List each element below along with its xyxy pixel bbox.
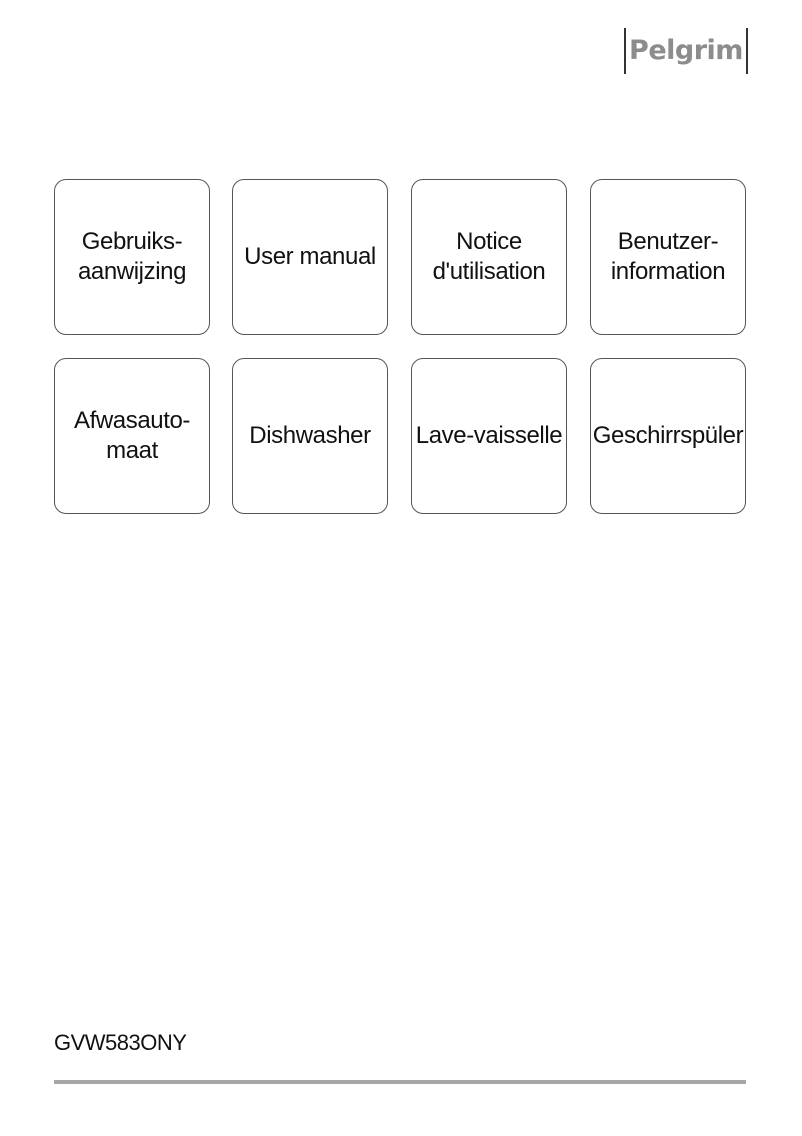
- tile-label: Geschirrspüler: [592, 422, 744, 449]
- brand-logo: Pelgrim: [624, 28, 748, 74]
- tile-label: Afwasauto- maat: [73, 407, 191, 464]
- language-tile-en-manual: User manual: [232, 179, 388, 335]
- tile-label: Lave-vaisselle: [415, 422, 563, 449]
- language-tile-en-product: Dishwasher: [232, 358, 388, 514]
- language-tile-de-product: Geschirrspüler: [590, 358, 746, 514]
- footer-divider: [54, 1080, 746, 1084]
- language-tile-de-manual: Benutzer- information: [590, 179, 746, 335]
- logo-right-bar: [746, 28, 748, 74]
- tile-label: User manual: [244, 243, 376, 270]
- model-number: GVW583ONY: [54, 1030, 187, 1055]
- language-tile-fr-product: Lave-vaisselle: [411, 358, 567, 514]
- logo-text: Pelgrim: [629, 35, 743, 66]
- tile-label: Benutzer- information: [610, 228, 726, 285]
- language-tile-fr-manual: Notice d'utilisation: [411, 179, 567, 335]
- language-tile-nl-manual: Gebruiks- aanwijzing: [54, 179, 210, 335]
- logo-left-bar: [624, 28, 626, 74]
- language-tile-nl-product: Afwasauto- maat: [54, 358, 210, 514]
- tile-label: Gebruiks- aanwijzing: [77, 228, 187, 285]
- tile-label: Notice d'utilisation: [432, 228, 546, 285]
- tile-label: Dishwasher: [249, 422, 371, 449]
